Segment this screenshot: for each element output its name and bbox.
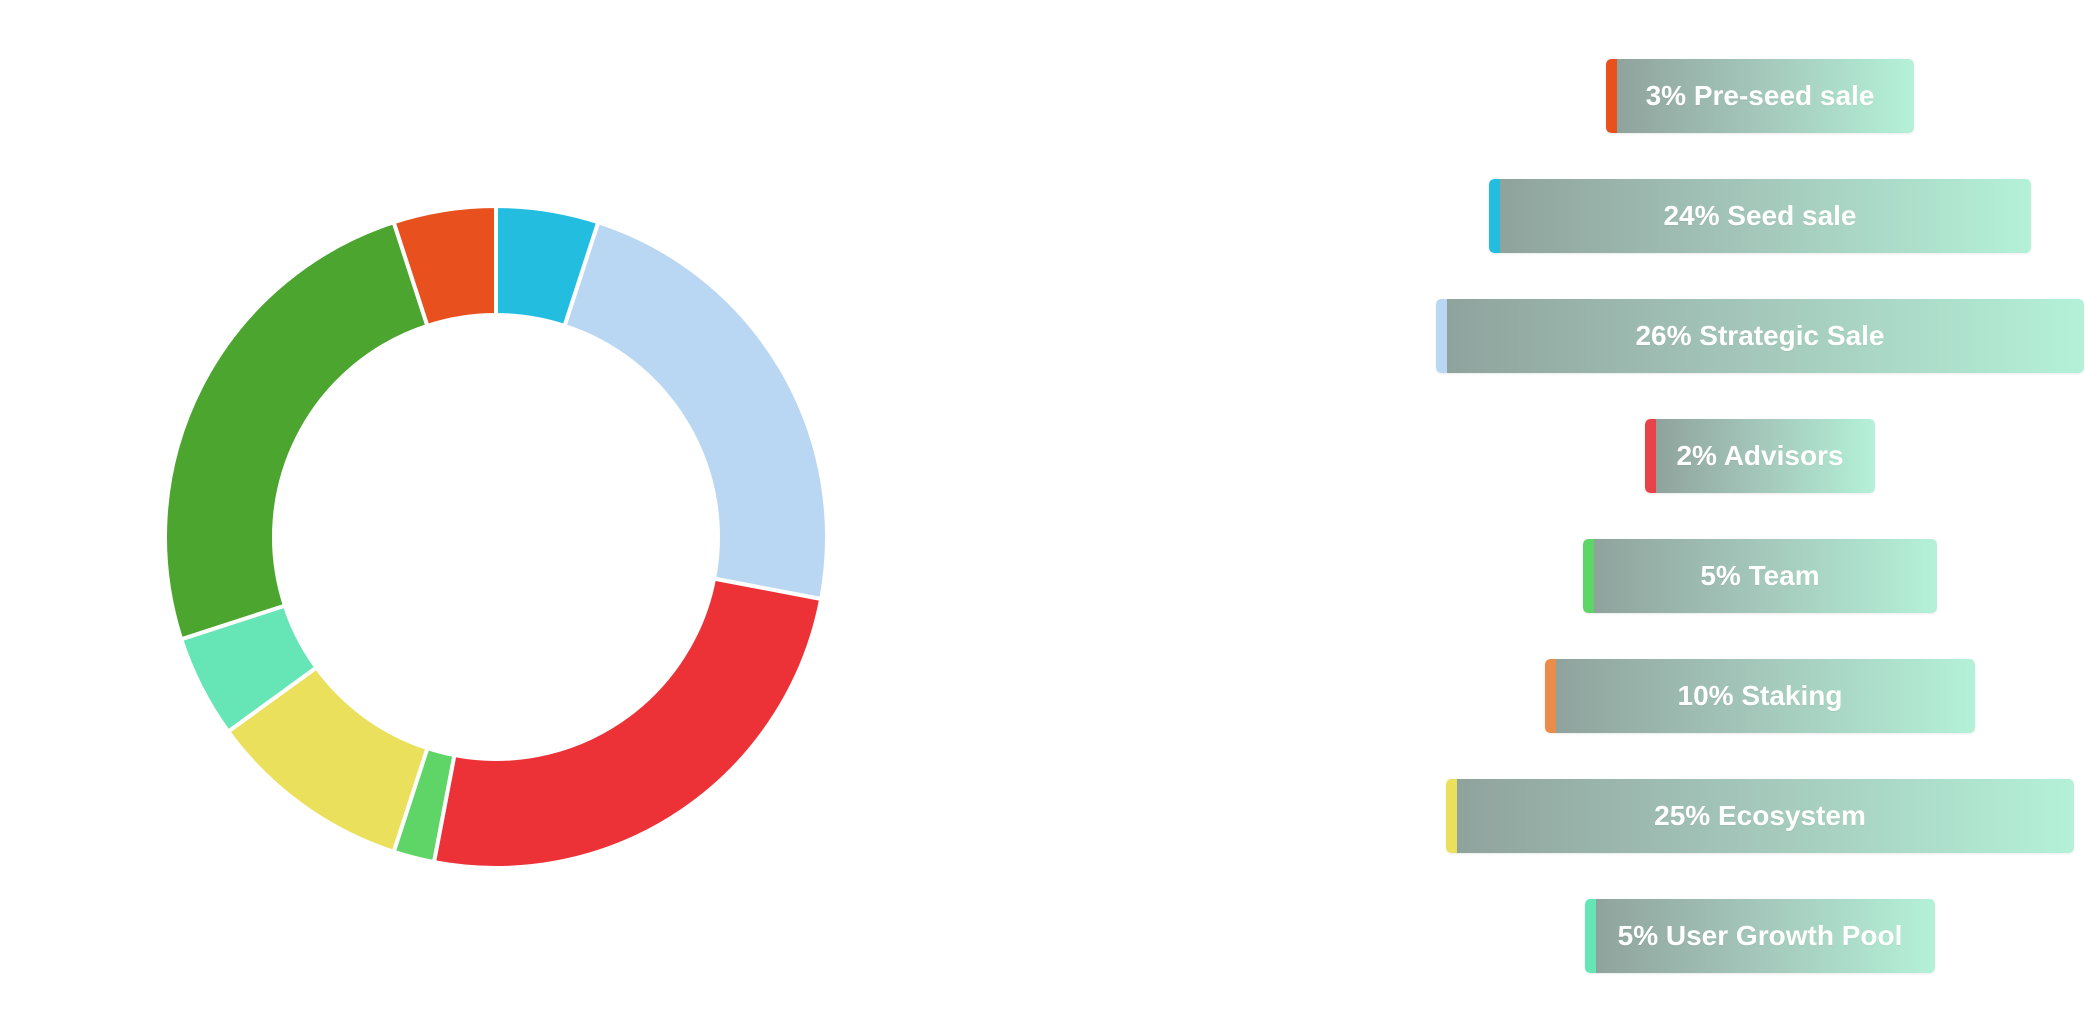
legend-bar [1447,299,2084,373]
legend-bar [1596,899,1935,973]
legend-item-1: 24% Seed sale [1489,179,2031,253]
legend-bar [1500,179,2031,253]
legend-item-0: 3% Pre-seed sale [1606,59,1914,133]
legend-swatch [1606,59,1617,133]
legend-bar [1594,539,1937,613]
legend-bar [1656,419,1875,493]
legend-swatch [1436,299,1447,373]
legend-swatch [1645,419,1656,493]
donut-slice-6 [163,220,430,642]
donut-slice-2 [431,576,824,870]
donut-slice-7 [391,204,498,328]
legend-label: 10% Staking [1677,680,1843,711]
legend-swatch [1545,659,1556,733]
legend-item-3: 2% Advisors [1645,419,1875,493]
legend-bar [1457,779,2074,853]
legend-label: 26% Strategic Sale [1635,320,1885,351]
legend-label: 2% Advisors [1676,440,1844,471]
donut-chart [163,204,829,870]
legend-item-4: 5% Team [1583,539,1937,613]
legend-bar [1556,659,1975,733]
legend-swatch [1583,539,1594,613]
legend-swatch [1585,899,1596,973]
donut-slice-1 [562,220,829,602]
legend-label: 5% User Growth Pool [1617,920,1903,951]
legend-item-2: 26% Strategic Sale [1436,299,2084,373]
legend-label: 25% Ecosystem [1654,800,1866,831]
legend-item-5: 10% Staking [1545,659,1975,733]
legend-label: 3% Pre-seed sale [1645,80,1875,111]
legend-item-6: 25% Ecosystem [1446,779,2074,853]
legend-swatch [1446,779,1457,853]
legend-bar [1617,59,1914,133]
legend-label: 5% Team [1700,560,1820,591]
legend-label: 24% Seed sale [1663,200,1857,231]
legend-swatch [1489,179,1500,253]
legend-item-7: 5% User Growth Pool [1585,899,1935,973]
